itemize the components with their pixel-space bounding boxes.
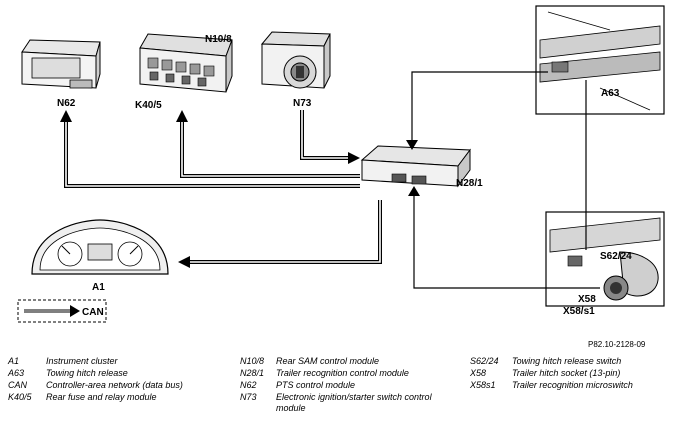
legend-code: S62/24 <box>470 356 499 366</box>
legend-desc: Rear SAM control module <box>276 356 380 366</box>
legend-code: N62 <box>240 380 257 390</box>
arrow-to-a1 <box>178 256 190 268</box>
label-n10-8: N10/8 <box>205 34 232 45</box>
legend-code: A63 <box>8 368 25 378</box>
can-connections <box>60 110 382 268</box>
legend-desc: Towing hitch release <box>46 368 128 378</box>
legend-desc: Trailer recognition control module <box>276 368 409 378</box>
legend-code: X58s1 <box>470 380 496 390</box>
arrow-to-k40-5 <box>176 110 188 122</box>
label-n28-1: N28/1 <box>456 178 483 189</box>
legend-code: N28/1 <box>240 368 265 378</box>
label-k40-5: K40/5 <box>135 100 162 111</box>
label-n62: N62 <box>57 98 76 109</box>
label-n73: N73 <box>293 98 312 109</box>
arrow-to-n62 <box>60 110 72 122</box>
n10-8-module-illustration <box>139 33 233 93</box>
legend-desc: Electronic ignition/starter switch contr… <box>276 392 432 413</box>
arrow-to-n28-1 <box>348 152 360 164</box>
legend-code: A1 <box>8 356 20 366</box>
legend: A1 Instrument cluster A63 Towing hitch r… <box>0 352 679 422</box>
legend-desc: Controller-area network (data bus) <box>46 380 183 390</box>
document-number: P82.10-2128-09 <box>588 340 646 349</box>
label-s62-24: S62/24 <box>600 251 632 262</box>
legend-desc: Trailer hitch socket (13-pin) <box>512 368 621 378</box>
legend-desc: Towing hitch release switch <box>512 356 622 366</box>
n62-module-illustration <box>21 39 101 89</box>
n73-module-illustration <box>260 31 331 89</box>
legend-code: X58 <box>470 368 487 378</box>
legend-desc: Trailer recognition microswitch <box>512 380 633 390</box>
a1-instrument-cluster-illustration <box>31 219 169 275</box>
discrete-signal-lines <box>406 71 600 289</box>
legend-code: K40/5 <box>8 392 32 402</box>
tow-hitch-illustration <box>545 211 665 307</box>
label-x58s1: X58/s1 <box>563 306 595 317</box>
legend-code: N73 <box>240 392 257 402</box>
legend-code: N10/8 <box>240 356 265 366</box>
a63-release-illustration <box>535 5 665 115</box>
legend-desc: Rear fuse and relay module <box>46 392 157 402</box>
label-a63: A63 <box>601 88 620 99</box>
n28-1-module-illustration <box>360 145 471 188</box>
label-can: CAN <box>82 307 104 318</box>
label-x58: X58 <box>578 294 596 305</box>
legend-desc: PTS control module <box>276 380 356 390</box>
legend-desc: Instrument cluster <box>46 356 118 366</box>
label-a1: A1 <box>92 282 105 293</box>
legend-code: CAN <box>8 380 28 390</box>
can-legend-box <box>17 299 107 323</box>
